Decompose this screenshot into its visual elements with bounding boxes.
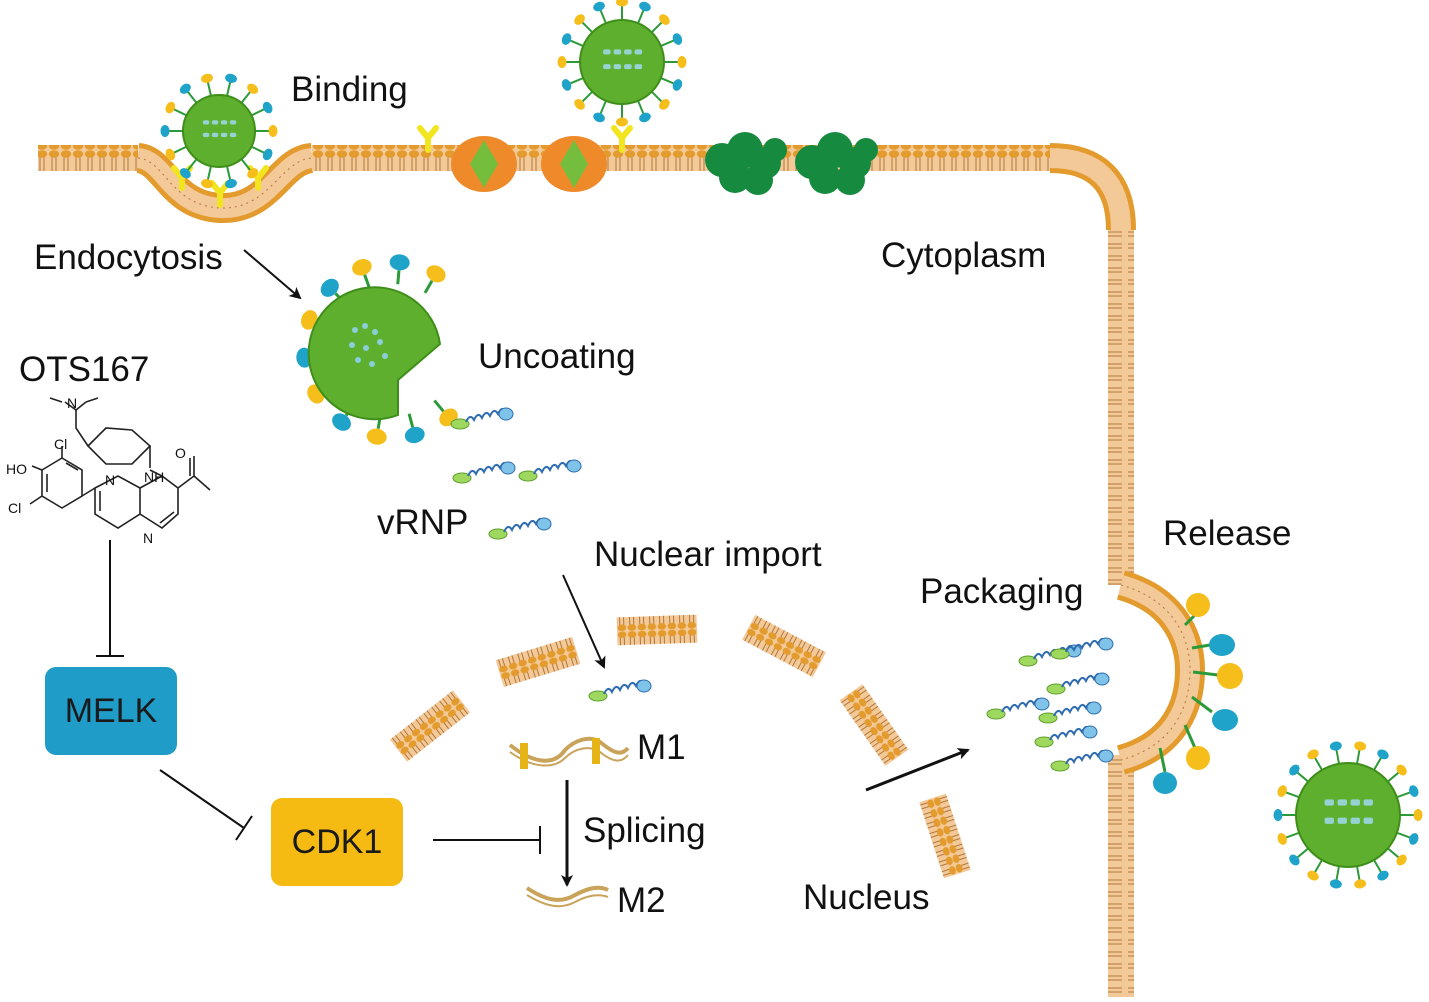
virus-particle-icon: [160, 73, 278, 189]
pathway-arrows: [243, 249, 970, 887]
protein-cluster-icon: [795, 132, 878, 195]
nuclear-envelope-segment: [616, 614, 698, 646]
export-arrow: [865, 748, 970, 792]
cdk1-label: CDK1: [291, 822, 383, 861]
membrane-corner-inner: [1049, 148, 1131, 231]
chem-atom-o: O: [175, 445, 186, 461]
packaged-vrnp-cluster: [986, 637, 1114, 772]
vrnp-icon: [588, 679, 652, 702]
nuclear-envelope-segment: [742, 614, 826, 678]
endocytosis-label: Endocytosis: [34, 238, 223, 277]
ots167-structure: [29, 397, 211, 529]
m1-label: M1: [637, 728, 686, 767]
chem-atom-cl: Cl: [54, 436, 68, 452]
receptor-icon: [611, 125, 633, 153]
splicing-label: Splicing: [583, 811, 706, 850]
m2-mrna-icon: [525, 885, 609, 908]
membrane-segment: [38, 145, 138, 171]
release-label: Release: [1163, 514, 1292, 553]
membrane-segment: [1108, 230, 1134, 585]
ots167-label: OTS167: [19, 350, 150, 389]
plasma-membrane: [38, 143, 1206, 997]
vrnp-icon: [1046, 672, 1110, 695]
endocytic-pit-membrane-tails: [137, 157, 313, 209]
chem-atom-n: N: [105, 472, 116, 488]
budding-membrane-inner: [1117, 575, 1201, 770]
vrnp-label: vRNP: [377, 503, 469, 542]
nuclear-envelope-segment: [919, 793, 971, 879]
cdk1-box: CDK1: [271, 798, 403, 886]
protein-cluster-icon: [705, 132, 787, 195]
nuclear-envelope: [389, 614, 971, 879]
nucleus-label: Nucleus: [803, 878, 930, 917]
endocytosis-arrow: [243, 249, 302, 300]
inhibition-lines: [96, 540, 541, 854]
nuclear-import-arrow: [562, 574, 606, 669]
chem-atom-nh: NH: [144, 469, 165, 485]
vrnp-icon: [452, 461, 516, 484]
virus-particle-icon: [1273, 741, 1423, 889]
nuclear-import-label: Nuclear import: [594, 535, 822, 574]
membrane-segment: [1108, 755, 1134, 997]
melk-box: MELK: [45, 667, 177, 755]
cytoplasm-label: Cytoplasm: [881, 236, 1047, 275]
m2-label: M2: [617, 881, 666, 920]
receptor-icon: [417, 125, 439, 153]
membrane-segment: [312, 145, 1050, 171]
vrnp-icon: [1034, 725, 1098, 748]
nuclear-envelope-segment: [495, 636, 581, 688]
uncoating-label: Uncoating: [478, 337, 636, 376]
vrnp-icon: [518, 459, 582, 482]
vrnp-icon: [488, 517, 552, 540]
melk-label: MELK: [64, 691, 158, 730]
vrnp-icon: [450, 407, 514, 430]
melk-inhibits-cdk1: [159, 769, 245, 829]
binding-label: Binding: [291, 70, 408, 109]
budding-spikes: [1153, 593, 1243, 794]
uncoating-virus-icon: [296, 254, 458, 445]
chem-atom-n: N: [143, 530, 154, 546]
nuclear-envelope-segment: [389, 690, 471, 762]
virus-layer: [160, 0, 1423, 889]
chem-atom-n: N: [67, 395, 78, 411]
nuclear-envelope-segment: [839, 684, 909, 766]
vrnp-icon: [1050, 749, 1114, 772]
m1-mrna-icon: [508, 736, 630, 769]
membrane-protein-clusters: [705, 132, 878, 195]
packaging-label: Packaging: [920, 572, 1084, 611]
chem-atom-ho: HO: [6, 461, 27, 477]
chem-atom-cl: Cl: [8, 500, 22, 516]
virus-particle-icon: [557, 0, 687, 127]
membrane-channels: [451, 136, 607, 192]
